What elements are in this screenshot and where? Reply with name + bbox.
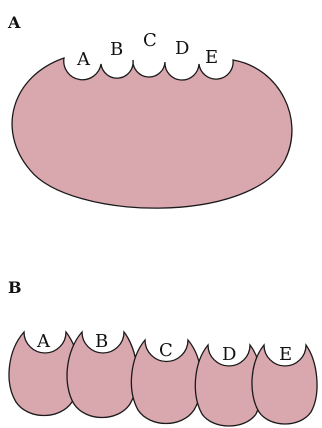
panel-b-unit: B <box>67 331 137 418</box>
panel-b-unit-label: D <box>222 344 236 365</box>
panel-a: A A B C D E <box>7 13 292 208</box>
panel-b-unit-label: A <box>36 331 51 352</box>
panel-a-body <box>12 58 292 208</box>
panel-a-label: A <box>7 13 21 32</box>
panel-b-unit: E <box>252 344 317 424</box>
panel-a-site-label: E <box>205 47 218 68</box>
panel-b-unit-label: B <box>95 331 108 352</box>
panel-a-site-label: D <box>175 38 189 59</box>
panel-b-unit-label: E <box>279 344 292 365</box>
panel-a-site-label: A <box>76 49 91 70</box>
panel-a-site-label: B <box>110 39 123 60</box>
panel-a-site-label: C <box>143 30 157 51</box>
panel-b-unit: C <box>131 340 201 424</box>
panel-b-unit-label: C <box>159 340 173 361</box>
panel-b: B A B C D E <box>8 278 317 426</box>
panel-b-label: B <box>8 278 22 297</box>
